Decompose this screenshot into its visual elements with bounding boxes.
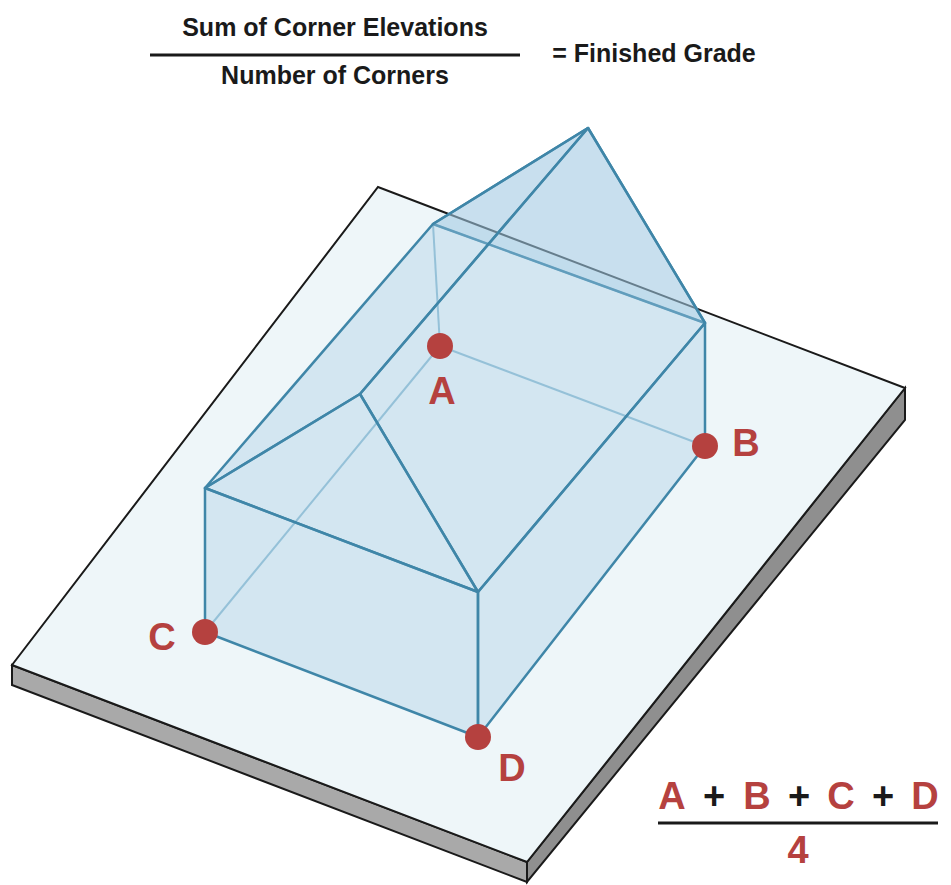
formula-denominator: Number of Corners bbox=[221, 63, 449, 88]
formula-term: A bbox=[658, 777, 685, 815]
formula-operator: + bbox=[703, 777, 725, 815]
corner-label: C bbox=[148, 618, 175, 656]
formula-divisor: 4 bbox=[787, 831, 808, 869]
formula-result: = Finished Grade bbox=[552, 41, 756, 66]
fraction-bar bbox=[150, 54, 520, 57]
formula-term: B bbox=[743, 777, 770, 815]
corner-label: B bbox=[732, 424, 759, 462]
formula-operator: + bbox=[872, 777, 894, 815]
corner-label: A bbox=[428, 372, 455, 410]
fraction-bar bbox=[658, 822, 938, 825]
formula-numerator: Sum of Corner Elevations bbox=[182, 15, 488, 40]
house-faces bbox=[205, 128, 705, 737]
corner-label: D bbox=[498, 749, 525, 787]
formula-term: C bbox=[827, 777, 854, 815]
formula-operator: + bbox=[788, 777, 810, 815]
corner-dots bbox=[192, 333, 718, 750]
formula-term: D bbox=[911, 777, 938, 815]
